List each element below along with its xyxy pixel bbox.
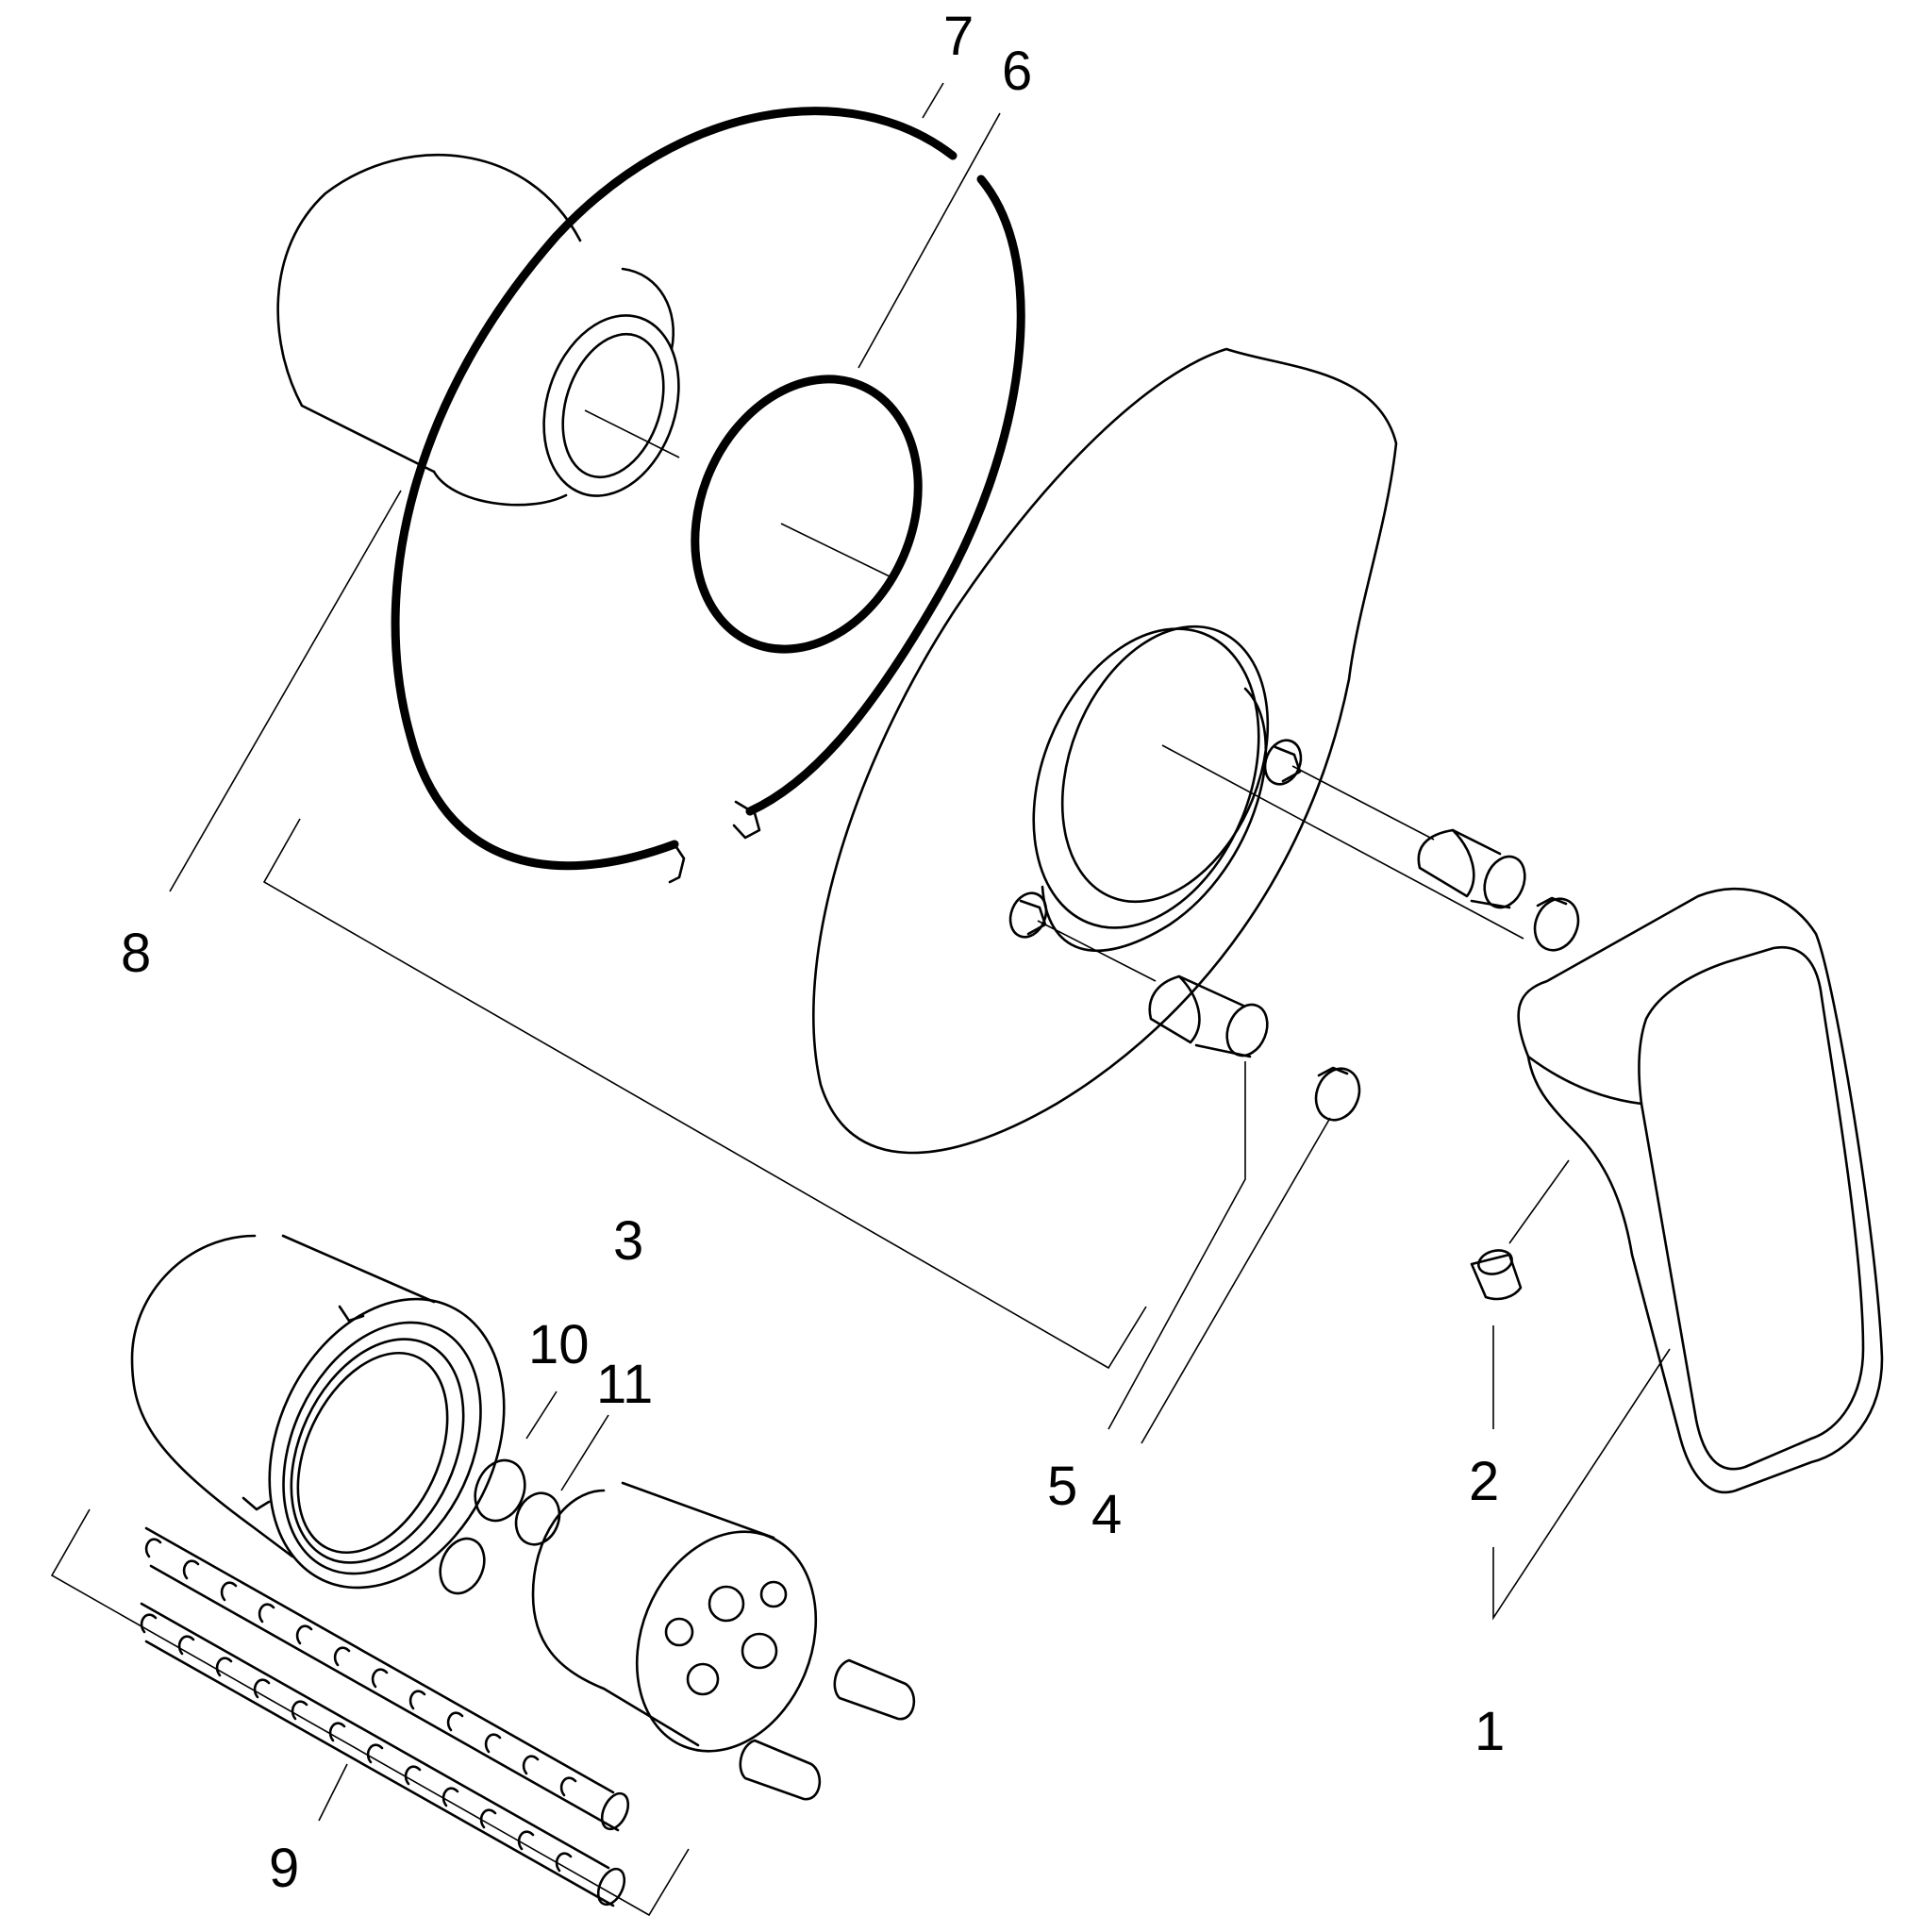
part-4-caps [1314,896,1580,1122]
callout-1: 1 [1474,1701,1505,1762]
leader-lines [50,82,1671,1917]
callout-labels: 1 2 3 4 5 6 7 8 9 10 11 [121,6,1505,1899]
part-1-lever-handle [1517,887,1884,1494]
part-8-sleeve [276,153,680,507]
callout-8: 8 [121,923,151,984]
callout-5: 5 [1047,1456,1077,1517]
callout-2: 2 [1469,1451,1499,1512]
part-11-small-o-ring [514,1491,561,1546]
callout-6: 6 [1002,41,1032,102]
callout-7: 7 [943,6,974,67]
part-7-seal-ring [391,107,1025,884]
part-6-o-ring [691,375,923,654]
callout-9: 9 [269,1838,299,1899]
callout-10: 10 [528,1314,590,1375]
part-2-set-screw [1470,1249,1523,1301]
callout-11: 11 [596,1354,653,1415]
part-9-valve-body [130,1234,630,1907]
part-5-screws [1008,739,1526,1058]
cartridge-body [531,1481,916,1801]
callout-3: 3 [613,1210,643,1272]
part-3-cover-plate [812,347,1524,1155]
callout-4: 4 [1091,1484,1122,1545]
part-10-small-o-ring [439,1458,526,1595]
